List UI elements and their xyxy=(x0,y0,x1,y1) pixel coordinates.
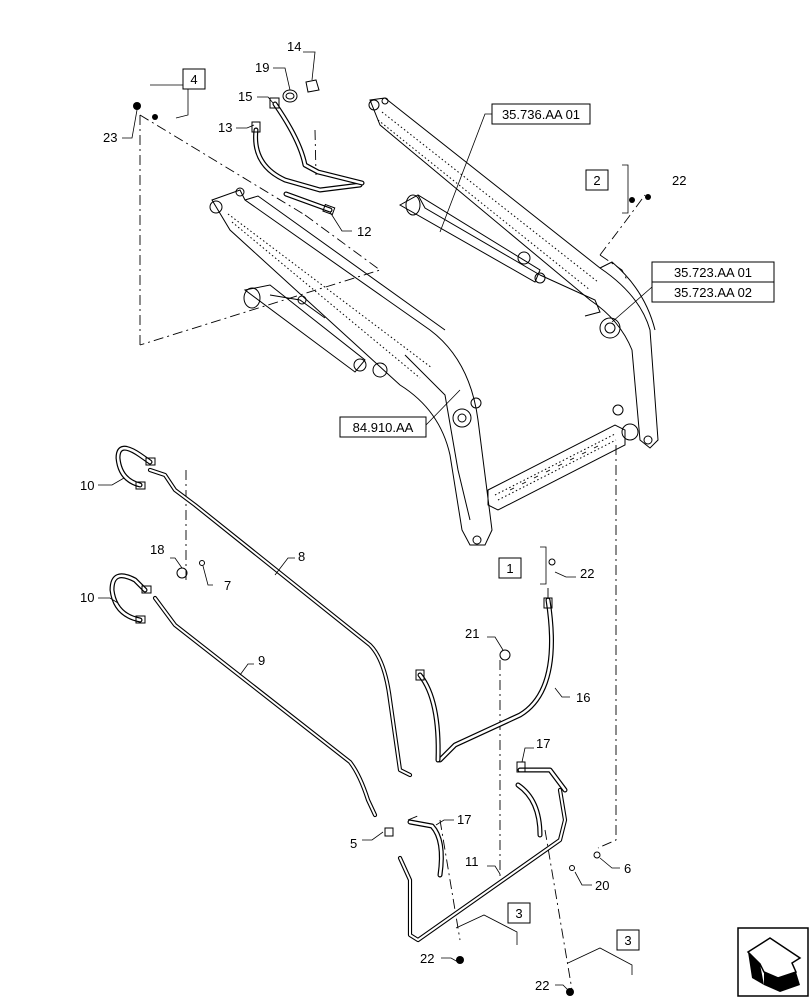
view-box-3-left-label: 3 xyxy=(515,906,522,921)
ref-boom-cylinder[interactable]: 35.736.AA 01 xyxy=(491,103,591,125)
callout-17-right: 17 xyxy=(536,736,550,751)
callout-10-bottom: 10 xyxy=(80,590,94,605)
callout-9: 9 xyxy=(258,653,265,668)
callout-20: 20 xyxy=(595,878,609,893)
fittings xyxy=(176,558,601,996)
view-box-3-right[interactable]: 3 xyxy=(616,929,640,951)
callout-15: 15 xyxy=(238,89,252,104)
view-box-1-label: 1 xyxy=(506,561,513,576)
callout-22-top: 22 xyxy=(672,173,686,188)
leader-lines xyxy=(98,51,653,991)
u-hoses-10 xyxy=(109,445,156,624)
pipe-8 xyxy=(147,467,413,778)
callout-12: 12 xyxy=(357,224,371,239)
callout-19: 19 xyxy=(255,60,269,75)
callout-23: 23 xyxy=(103,130,117,145)
top-hoses xyxy=(133,79,651,216)
ref-pivot-2-label: 35.723.AA 02 xyxy=(674,285,752,300)
view-box-1[interactable]: 1 xyxy=(498,557,522,579)
callout-10-top: 10 xyxy=(80,478,94,493)
hose-17 xyxy=(407,761,568,878)
forward-arrow-icon xyxy=(737,927,809,997)
view-box-2[interactable]: 2 xyxy=(585,169,609,191)
view-box-3-right-label: 3 xyxy=(624,933,631,948)
view-box-4-label: 4 xyxy=(190,72,197,87)
center-lines xyxy=(139,114,646,991)
callout-22-bottom-left: 22 xyxy=(420,951,434,966)
view-box-2-label: 2 xyxy=(593,173,600,188)
view-box-3-left[interactable]: 3 xyxy=(507,902,531,924)
loader-arm-assembly xyxy=(209,97,659,546)
pipe-11 xyxy=(397,787,568,943)
callout-17-left: 17 xyxy=(457,812,471,827)
callout-14: 14 xyxy=(287,39,301,54)
ref-loader-arm[interactable]: 84.910.AA xyxy=(339,416,427,438)
callout-22-middle: 22 xyxy=(580,566,594,581)
pipe-9 xyxy=(152,595,378,818)
callout-11: 11 xyxy=(465,854,479,869)
ref-loader-arm-label: 84.910.AA xyxy=(353,420,414,435)
ref-pivot-group[interactable]: 35.723.AA 01 35.723.AA 02 xyxy=(651,261,775,303)
callout-18: 18 xyxy=(150,542,164,557)
callout-5: 5 xyxy=(350,836,357,851)
view-box-4[interactable]: 4 xyxy=(182,68,206,90)
callout-13: 13 xyxy=(218,120,232,135)
ref-boom-cylinder-label: 35.736.AA 01 xyxy=(502,107,580,122)
callout-22-bottom-right: 22 xyxy=(535,978,549,993)
ref-pivot-1-label: 35.723.AA 01 xyxy=(674,265,752,280)
callout-16: 16 xyxy=(576,690,590,705)
callout-7: 7 xyxy=(224,578,231,593)
callout-8: 8 xyxy=(298,549,305,564)
callout-6: 6 xyxy=(624,861,631,876)
callout-21: 21 xyxy=(465,626,479,641)
hose-16 xyxy=(415,597,554,763)
callout-numbers: 14 19 15 13 12 23 22 10 10 18 7 8 9 22 2… xyxy=(80,39,686,993)
